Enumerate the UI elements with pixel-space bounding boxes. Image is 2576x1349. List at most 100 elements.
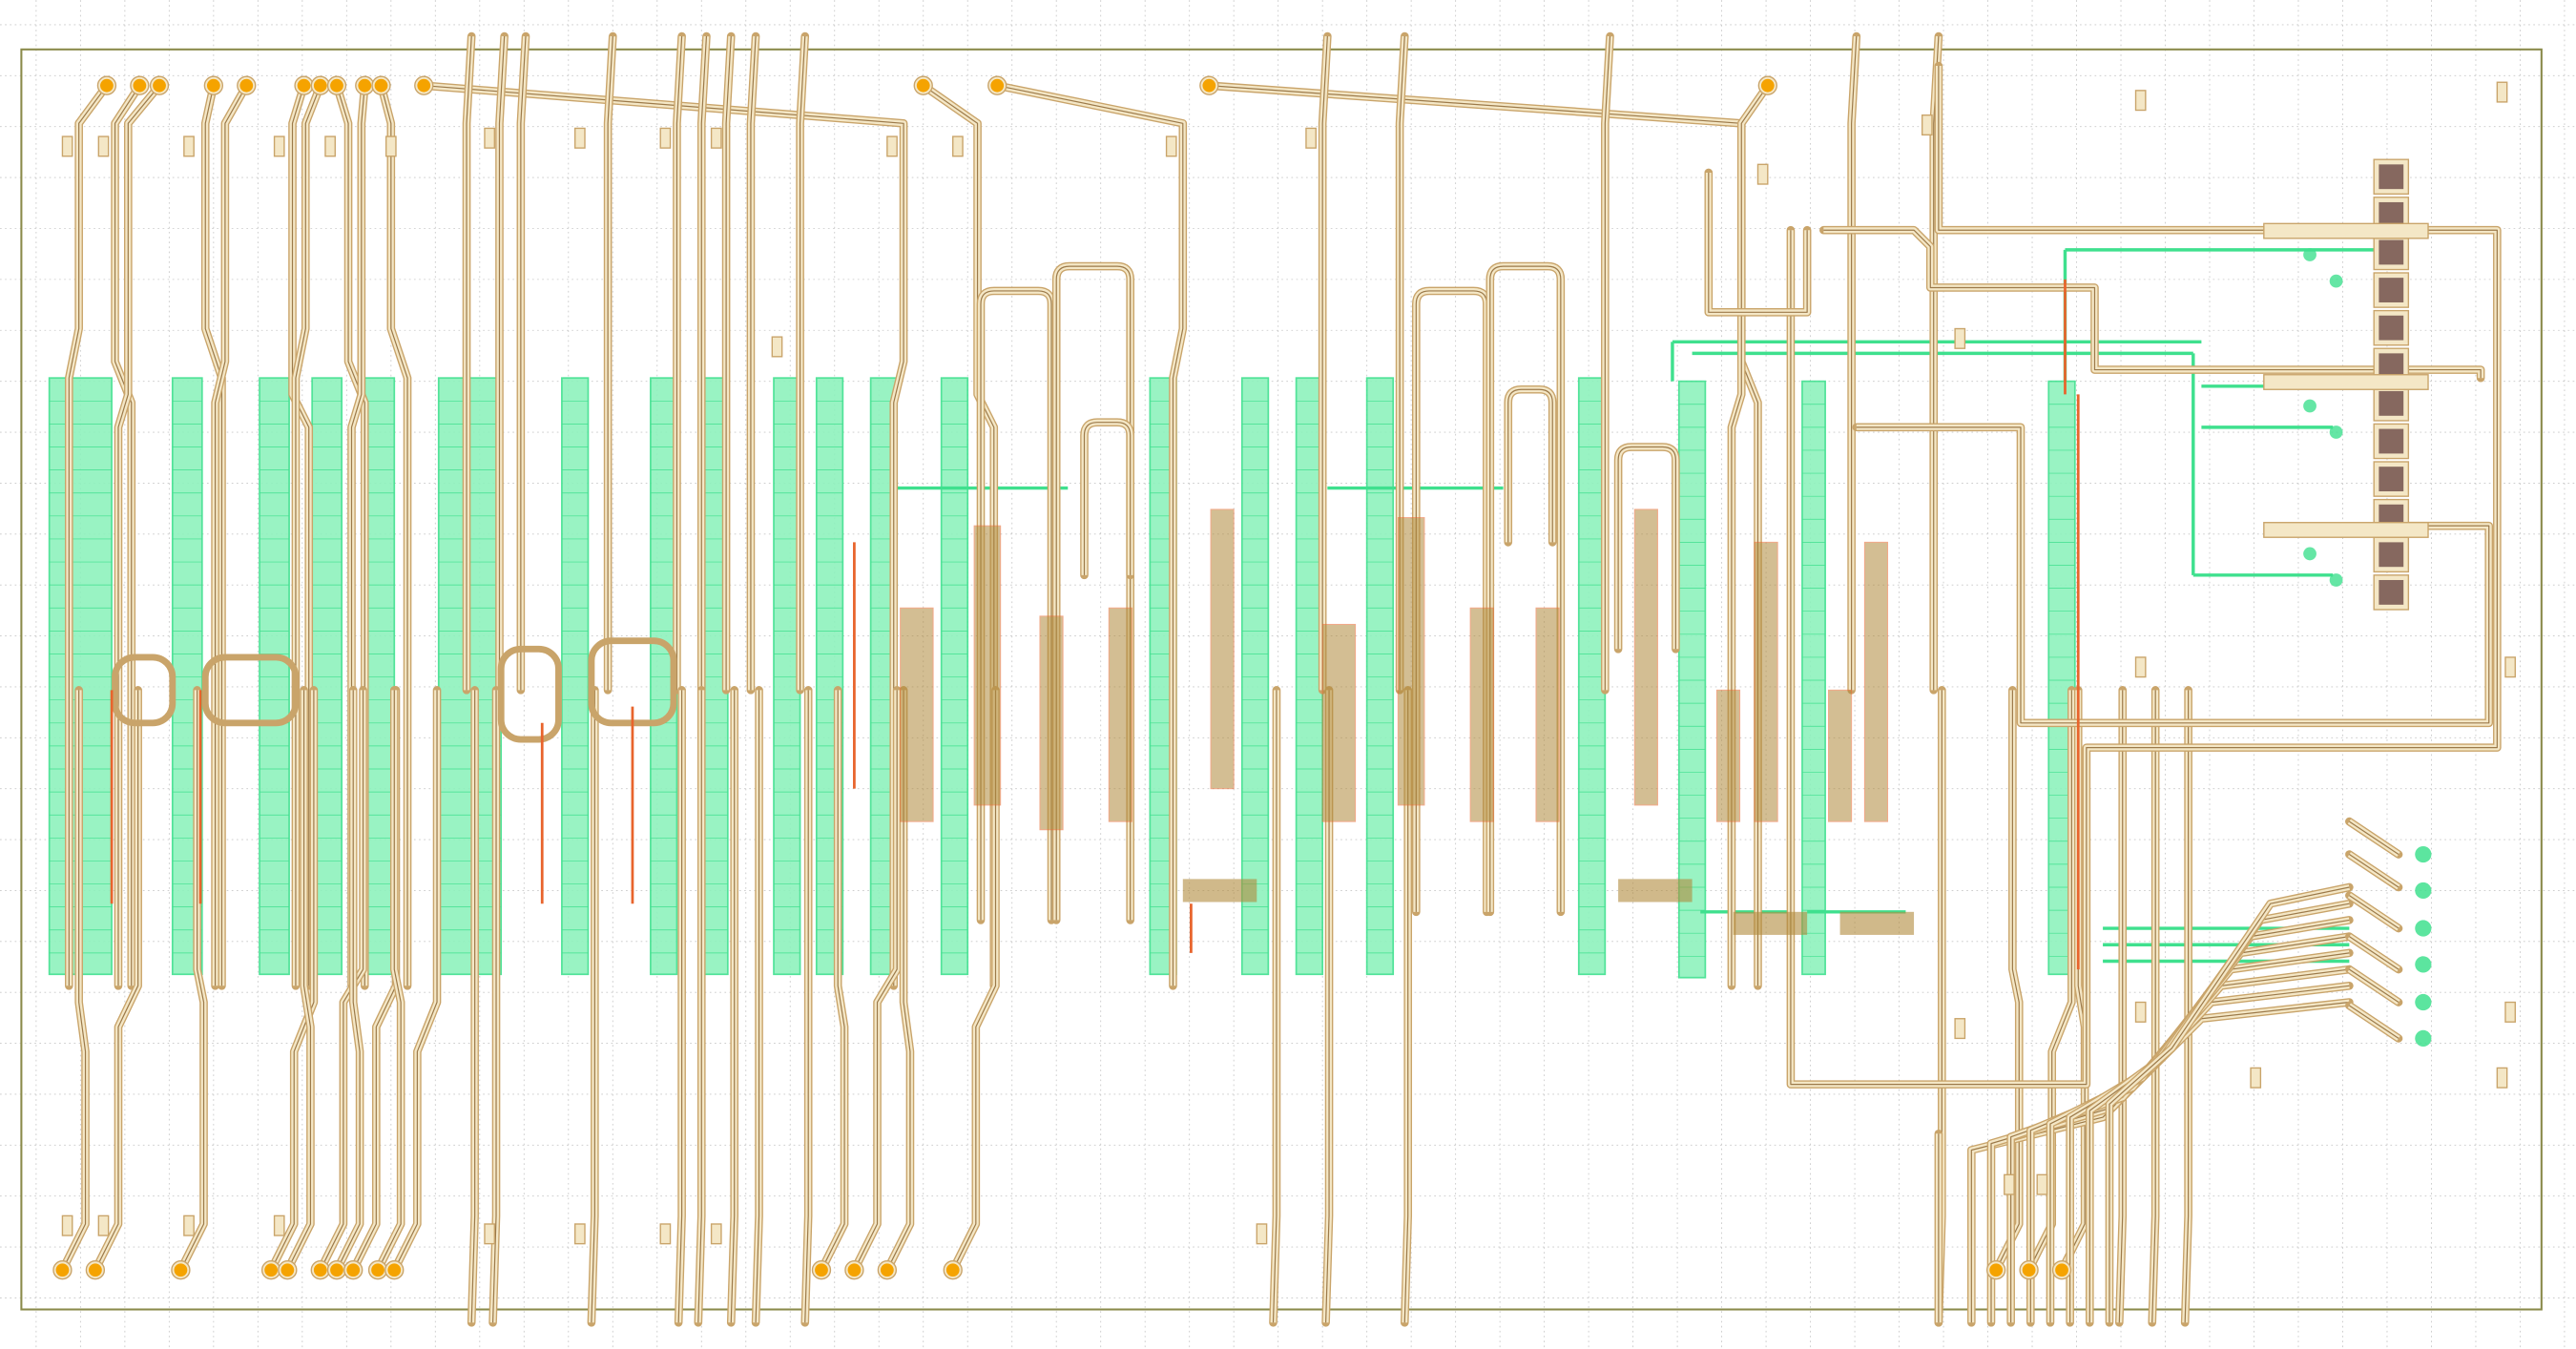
waveguide-core bbox=[1604, 35, 1611, 691]
grating-coupler bbox=[264, 1263, 279, 1277]
waveguide-fill bbox=[747, 35, 759, 691]
waveguide-core bbox=[61, 690, 87, 1271]
waveguide-cladding bbox=[2086, 899, 2354, 1327]
grating-coupler bbox=[417, 78, 431, 93]
waveguide-core bbox=[204, 85, 223, 986]
waveguide-core bbox=[68, 85, 108, 986]
waveguide-core bbox=[697, 690, 702, 1323]
waveguide-core bbox=[2088, 903, 2350, 1323]
y-junction bbox=[1182, 879, 1257, 903]
bond-pad bbox=[2379, 164, 2404, 190]
bond-pad bbox=[2379, 390, 2404, 416]
grating-coupler bbox=[330, 78, 343, 93]
grating-coupler bbox=[133, 78, 147, 93]
waveguide-layer bbox=[58, 31, 2516, 1327]
alignment-mark bbox=[183, 1214, 195, 1236]
waveguide-core bbox=[730, 690, 736, 1323]
waveguide-core bbox=[424, 85, 904, 986]
waveguide-core bbox=[94, 690, 139, 1271]
heater-contact bbox=[2303, 399, 2316, 413]
waveguide-fill bbox=[2087, 901, 2350, 1323]
waveguide-core bbox=[520, 35, 527, 691]
waveguide-core bbox=[2028, 690, 2072, 1271]
waveguide-core bbox=[377, 690, 402, 1271]
heater-block bbox=[364, 377, 396, 976]
alignment-mark bbox=[2134, 1001, 2147, 1023]
heater-block bbox=[1295, 377, 1324, 976]
heater-contact bbox=[2415, 920, 2432, 937]
grating-coupler bbox=[1202, 78, 1216, 93]
waveguide-core bbox=[270, 690, 315, 1271]
grating-coupler bbox=[847, 1263, 862, 1277]
y-junction bbox=[1618, 879, 1693, 903]
waveguide-core bbox=[380, 85, 408, 986]
waveguide-core bbox=[2349, 968, 2399, 1004]
waveguide-core bbox=[214, 85, 247, 986]
waveguide-core bbox=[1970, 1001, 2350, 1323]
waveguide-core bbox=[295, 85, 322, 986]
bond-pad bbox=[2379, 239, 2404, 265]
bond-pad bbox=[2379, 278, 2404, 302]
waveguide-core bbox=[1851, 35, 1858, 691]
waveguide-fill bbox=[1319, 35, 1331, 691]
phase-shifter bbox=[1754, 541, 1778, 822]
alignment-mark bbox=[183, 135, 195, 157]
waveguide-cladding bbox=[1727, 81, 1773, 990]
alignment-mark bbox=[2504, 1001, 2516, 1023]
waveguide-fill bbox=[1728, 84, 1771, 986]
waveguide-core bbox=[1083, 422, 1132, 575]
waveguide-core bbox=[470, 690, 476, 1323]
phase-shifter bbox=[1321, 623, 1357, 822]
waveguide-core bbox=[466, 35, 472, 691]
heater-block bbox=[259, 377, 290, 976]
alignment-mark bbox=[2134, 90, 2147, 112]
waveguide-core bbox=[117, 85, 160, 986]
alignment-mark bbox=[273, 1214, 285, 1236]
alignment-mark bbox=[573, 127, 586, 149]
bond-pad bbox=[2379, 353, 2404, 379]
heater-block bbox=[1677, 380, 1707, 979]
grating-coupler bbox=[990, 78, 1005, 93]
waveguide-core bbox=[286, 690, 312, 1271]
alignment-mark bbox=[61, 135, 73, 157]
waveguide-core bbox=[804, 690, 809, 1323]
waveguide-core bbox=[2349, 936, 2399, 970]
bond-pad bbox=[2379, 579, 2404, 605]
waveguide-core bbox=[336, 690, 361, 1271]
die-border bbox=[20, 48, 2543, 1311]
phase-shifter bbox=[973, 525, 1002, 806]
heater-contact bbox=[2329, 573, 2343, 587]
bond-pad bbox=[2379, 201, 2404, 227]
alignment-mark bbox=[484, 1223, 495, 1245]
alignment-mark bbox=[573, 1223, 586, 1245]
waveguide-core bbox=[1790, 229, 2498, 1086]
alignment-mark bbox=[1954, 327, 1966, 349]
waveguide-fill bbox=[1053, 263, 1133, 921]
waveguide-core bbox=[498, 35, 506, 691]
alignment-mark bbox=[2496, 1067, 2508, 1089]
phase-shifter bbox=[1535, 607, 1560, 822]
heater-contact bbox=[2415, 956, 2432, 973]
waveguide-core bbox=[952, 690, 997, 1271]
grating-coupler bbox=[1989, 1263, 2004, 1277]
grating-coupler bbox=[313, 78, 327, 93]
waveguide-fill bbox=[2107, 884, 2350, 1323]
heater-block bbox=[940, 377, 969, 976]
waveguide-fill bbox=[1602, 35, 1613, 691]
waveguide-core bbox=[179, 690, 205, 1271]
y-junction bbox=[1839, 911, 1915, 935]
phase-shifter bbox=[1469, 607, 1494, 822]
waveguide-core bbox=[853, 690, 898, 1271]
waveguide-core bbox=[114, 85, 140, 986]
waveguide-core bbox=[677, 690, 683, 1323]
waveguide-core bbox=[1823, 229, 2482, 379]
waveguide-core bbox=[1856, 426, 2490, 724]
grating-coupler bbox=[100, 78, 114, 93]
waveguide-cladding bbox=[1051, 261, 1134, 924]
grating-coupler bbox=[346, 1263, 361, 1277]
alignment-mark bbox=[659, 127, 672, 149]
waveguide-core bbox=[591, 690, 595, 1323]
waveguide-core bbox=[2118, 690, 2124, 1323]
waveguide-fill bbox=[797, 35, 808, 691]
